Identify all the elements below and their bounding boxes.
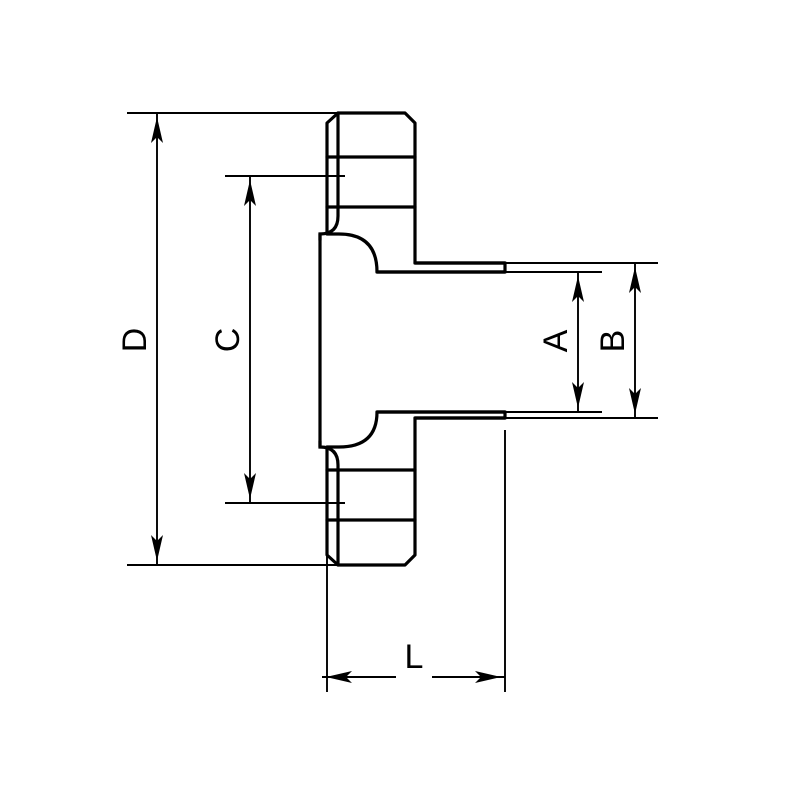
dimension-C: C: [209, 175, 345, 504]
dimension-B: B: [505, 262, 658, 419]
dimension-L: L: [322, 430, 506, 692]
dimension-L-label: L: [405, 638, 424, 676]
dimension-C-arrow-top: [244, 180, 256, 206]
dimension-D-label-backing: [118, 315, 154, 367]
dimension-D: D: [116, 112, 345, 566]
dimension-A-arrow-bottom: [572, 382, 584, 408]
dimension-C-arrow-bottom: [244, 473, 256, 499]
dimension-A-arrow-top: [572, 276, 584, 302]
dimension-L-label-backing: [396, 633, 432, 681]
dimension-B-arrow-bottom: [629, 388, 641, 414]
dimension-D-arrow-top: [151, 117, 163, 143]
dimension-L-arrow-right: [475, 671, 501, 683]
lower-flange-hub-outline: [325, 410, 507, 567]
lower-part-outline-group: [318, 410, 507, 567]
upper-flange-hub-outline: [325, 111, 507, 274]
dimension-D-arrow-bottom: [151, 535, 163, 561]
dimension-A: A: [505, 271, 602, 413]
dimension-A-label-backing: [539, 316, 575, 368]
dimension-C-label: C: [209, 328, 247, 353]
dimension-D-label: D: [116, 328, 154, 353]
dimension-B-arrow-top: [629, 267, 641, 293]
upper-part-outline-group: [318, 111, 507, 274]
dimension-B-label-backing: [596, 316, 632, 368]
dimension-A-label: A: [537, 329, 575, 352]
dimension-C-label-backing: [211, 315, 247, 367]
dimension-B-label: B: [594, 330, 632, 353]
dimension-L-arrow-left: [326, 671, 352, 683]
